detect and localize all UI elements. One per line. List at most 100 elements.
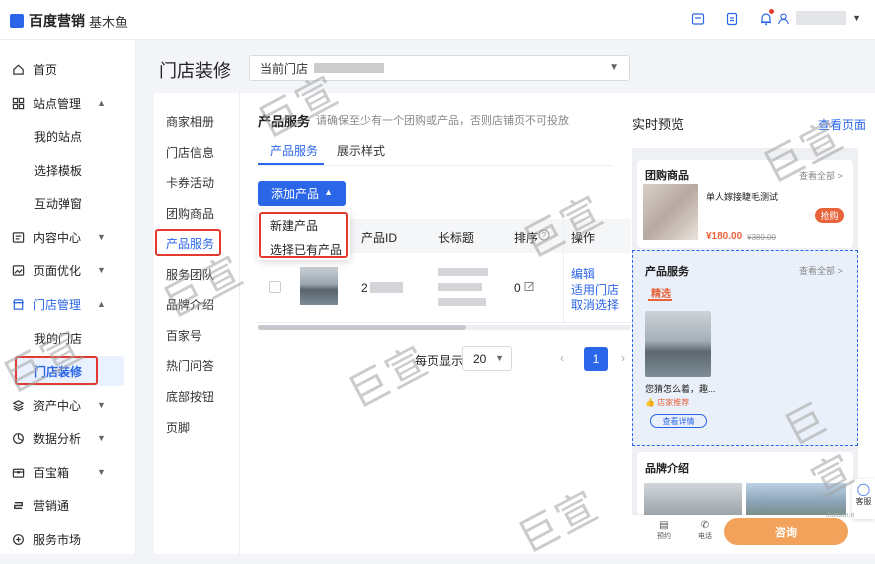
- section-nav-item[interactable]: 门店信息: [166, 146, 215, 160]
- page-number-current[interactable]: 1: [584, 347, 608, 371]
- menu-item-select-existing[interactable]: 选择已有产品: [270, 243, 343, 257]
- bell-icon[interactable]: [757, 9, 775, 28]
- deal-more-link[interactable]: 查看全部 >: [799, 171, 843, 181]
- column-header-id: 产品ID: [361, 231, 398, 245]
- box-icon: [11, 465, 25, 479]
- svg-text:?: ?: [542, 231, 547, 240]
- chevron-down-icon: ▼: [97, 232, 106, 242]
- sort-value: 0: [514, 281, 521, 295]
- deselect-link[interactable]: 取消选择: [571, 298, 620, 312]
- next-page-button[interactable]: ›: [621, 351, 625, 365]
- logo-mark: [10, 14, 24, 28]
- consult-button[interactable]: 咨询: [724, 518, 848, 545]
- edit-sort-icon[interactable]: [524, 281, 535, 292]
- scrollbar-thumb[interactable]: [258, 325, 466, 330]
- edit-link[interactable]: 编辑: [571, 267, 596, 281]
- market-icon: [11, 532, 25, 546]
- chevron-down-icon: ▼: [97, 467, 106, 477]
- section-nav-item[interactable]: 服务团队: [166, 268, 215, 282]
- tab-product-service[interactable]: 产品服务: [270, 144, 319, 158]
- chevron-up-icon: ▲: [97, 299, 106, 309]
- sidebar-item-store-management[interactable]: 门店管理 ▲: [0, 289, 136, 319]
- page-size-label: 每页显示: [415, 354, 464, 368]
- deal-name: 单人嫁接睫毛测试: [706, 192, 779, 202]
- view-page-link[interactable]: 查看页面: [818, 118, 867, 132]
- headset-icon: ◯: [856, 482, 871, 496]
- section-nav-item[interactable]: 团购商品: [166, 207, 215, 221]
- sidebar-item-service-market[interactable]: 服务市场: [0, 524, 136, 554]
- sidebar-item-label: 内容中心: [33, 230, 82, 245]
- user-menu[interactable]: ▼: [777, 11, 861, 25]
- logo[interactable]: 百度营销 基木鱼: [10, 11, 128, 31]
- section-nav-item[interactable]: 品牌介绍: [166, 298, 215, 312]
- sidebar-item-content-center[interactable]: 内容中心 ▼: [0, 222, 136, 252]
- sidebar-item-site-management[interactable]: 站点管理 ▲: [0, 88, 136, 118]
- applicable-stores-link[interactable]: 适用门店: [571, 283, 620, 297]
- section-nav-item[interactable]: 商家相册: [166, 115, 215, 129]
- service-more-link[interactable]: 查看全部 >: [799, 266, 843, 276]
- sidebar-item-home[interactable]: 首页: [0, 54, 136, 84]
- sidebar-item-store-decoration[interactable]: 门店装修: [14, 356, 124, 386]
- masked-title: [438, 298, 486, 306]
- highlight-box: [155, 229, 221, 256]
- product-id: 2: [361, 281, 368, 295]
- phone-label: 电话: [698, 533, 712, 540]
- sidebar-item-label: 门店装修: [34, 364, 83, 379]
- menu-item-new-product[interactable]: 新建产品: [270, 219, 319, 233]
- featured-tag-underline: [648, 299, 672, 301]
- buy-button[interactable]: 抢购: [815, 208, 844, 223]
- masked-id: [370, 282, 403, 293]
- sidebar-item-label: 选择模板: [34, 163, 83, 178]
- sidebar-item-page-optimize[interactable]: 页面优化 ▼: [0, 255, 136, 285]
- sidebar-item-label: 页面优化: [33, 263, 82, 278]
- image-icon: [11, 263, 25, 277]
- chevron-up-icon: ▲: [324, 187, 333, 197]
- phone-button[interactable]: ✆ 电话: [693, 520, 717, 541]
- sidebar-item-asset-center[interactable]: 资产中心 ▼: [0, 390, 136, 420]
- page-size-select[interactable]: 20 ▼: [462, 346, 512, 371]
- sidebar-item-toolbox[interactable]: 百宝箱 ▼: [0, 457, 136, 487]
- service-image: [645, 311, 711, 377]
- section-nav-item[interactable]: 热门问答: [166, 359, 215, 373]
- logo-text: 百度营销: [29, 13, 85, 29]
- sidebar-item-marketing[interactable]: 营销通: [0, 490, 136, 520]
- message-icon[interactable]: [689, 10, 707, 28]
- sidebar-item-my-stores[interactable]: 我的门店: [0, 323, 136, 353]
- store-icon: [11, 297, 25, 311]
- add-product-button[interactable]: 添加产品 ▲: [258, 181, 346, 206]
- clipboard-icon[interactable]: [723, 10, 741, 28]
- sidebar-item-choose-template[interactable]: 选择模板: [0, 155, 136, 185]
- section-nav-item[interactable]: 卡券活动: [166, 176, 215, 190]
- asset-icon: [11, 398, 25, 412]
- sidebar-item-my-sites[interactable]: 我的站点: [0, 121, 136, 151]
- section-nav-item[interactable]: 页脚: [166, 421, 191, 435]
- sidebar-item-label: 百宝箱: [33, 465, 70, 480]
- add-product-dropdown: 新建产品 选择已有产品: [258, 209, 350, 260]
- section-title: 产品服务: [258, 114, 311, 129]
- phone-icon: ✆: [700, 520, 710, 531]
- book-button[interactable]: ▤ 预约: [652, 520, 676, 541]
- section-nav-item-active[interactable]: 产品服务: [166, 237, 215, 251]
- chevron-down-icon: ▼: [97, 265, 106, 275]
- shop-recommend: 👍 店家推荐: [645, 397, 689, 408]
- section-nav-item[interactable]: 百家号: [166, 329, 203, 343]
- masked-title: [438, 283, 482, 291]
- chevron-down-icon: ▼: [97, 433, 106, 443]
- row-checkbox[interactable]: [269, 281, 281, 293]
- section-nav-item[interactable]: 底部按钮: [166, 390, 215, 404]
- add-product-label: 添加产品: [271, 187, 320, 201]
- sidebar-item-popups[interactable]: 互动弹窗: [0, 188, 136, 218]
- tab-display-style[interactable]: 展示样式: [337, 144, 386, 158]
- view-detail-button[interactable]: 查看详情: [650, 414, 707, 428]
- user-icon: [778, 12, 789, 24]
- sidebar-item-label: 资产中心: [33, 398, 82, 413]
- store-select[interactable]: 当前门店 ▼: [249, 55, 630, 81]
- sidebar-item-data-analysis[interactable]: 数据分析 ▼: [0, 423, 136, 453]
- brand-card-title: 品牌介绍: [645, 463, 689, 475]
- prev-page-button[interactable]: ‹: [560, 351, 564, 365]
- deal-price: ¥180.00: [706, 231, 743, 242]
- help-icon[interactable]: ?: [538, 229, 550, 241]
- grid-icon: [11, 96, 25, 110]
- customer-service-button[interactable]: ◯ 客服: [852, 479, 875, 519]
- customer-service-label: 客服: [855, 497, 872, 506]
